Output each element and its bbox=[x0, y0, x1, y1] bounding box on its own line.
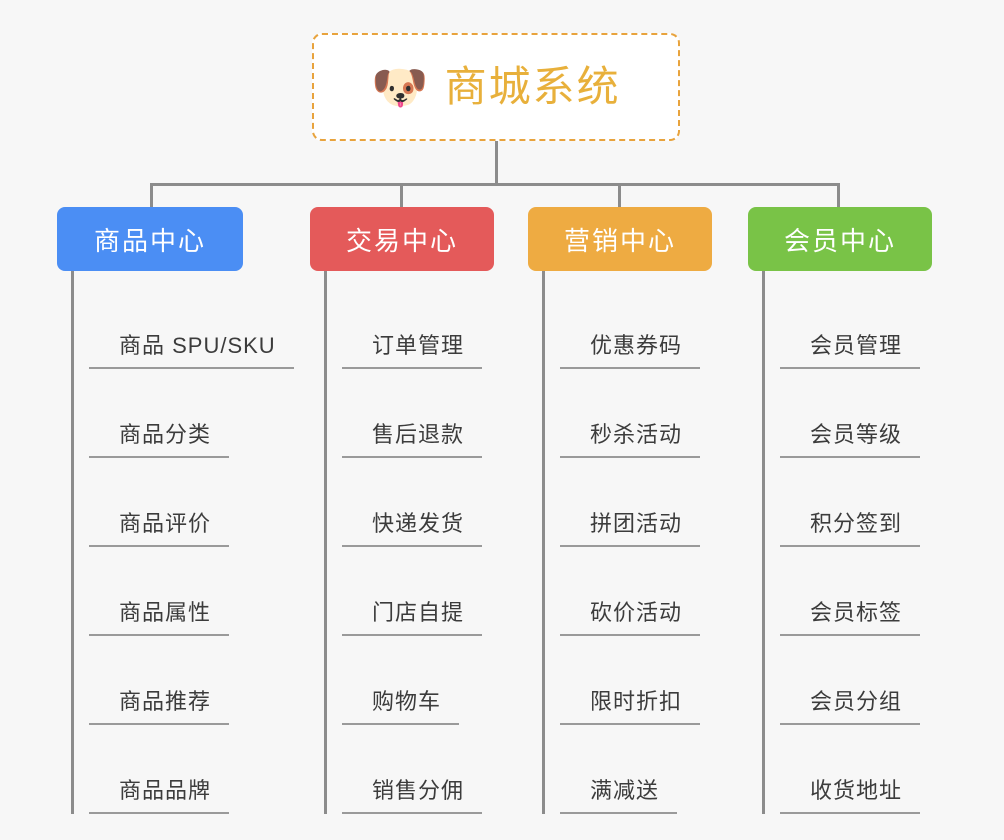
category-items-product-center: 商品 SPU/SKU 商品分类 商品评价 商品属性 商品推荐 商品品牌 bbox=[71, 271, 307, 814]
list-item[interactable]: 门店自提 bbox=[342, 547, 530, 636]
connector-horizontal-bus bbox=[150, 183, 840, 186]
list-item[interactable]: 拼团活动 bbox=[560, 458, 743, 547]
list-item[interactable]: 优惠券码 bbox=[560, 293, 743, 369]
list-item-label: 会员标签 bbox=[780, 600, 921, 636]
list-item[interactable]: 会员分组 bbox=[780, 636, 963, 725]
category-column-product-center: 商品中心 商品 SPU/SKU 商品分类 商品评价 商品属性 商品推荐 商品品牌 bbox=[57, 207, 307, 814]
list-item-label: 购物车 bbox=[342, 689, 460, 725]
list-item-label: 限时折扣 bbox=[560, 689, 701, 725]
list-item[interactable]: 订单管理 bbox=[342, 293, 530, 369]
category-column-member-center: 会员中心 会员管理 会员等级 积分签到 会员标签 会员分组 收货地址 bbox=[748, 207, 963, 814]
list-item-label: 商品评价 bbox=[89, 511, 230, 547]
root-node[interactable]: 🐶 商城系统 bbox=[312, 33, 680, 141]
list-item-label: 积分签到 bbox=[780, 511, 921, 547]
list-item[interactable]: 售后退款 bbox=[342, 369, 530, 458]
list-item[interactable]: 销售分佣 bbox=[342, 725, 530, 814]
connector-drop-member-center bbox=[837, 185, 840, 210]
connector-root-stem bbox=[495, 141, 498, 185]
list-item-label: 会员等级 bbox=[780, 422, 921, 458]
list-item-label: 售后退款 bbox=[342, 422, 483, 458]
list-item-label: 商品分类 bbox=[89, 422, 230, 458]
list-item[interactable]: 会员管理 bbox=[780, 293, 963, 369]
category-header-marketing-center[interactable]: 营销中心 bbox=[528, 207, 712, 271]
list-item-label: 门店自提 bbox=[342, 600, 483, 636]
list-item-label: 商品 SPU/SKU bbox=[89, 333, 294, 369]
list-item-label: 收货地址 bbox=[780, 778, 921, 814]
list-item-label: 满减送 bbox=[560, 778, 678, 814]
list-item[interactable]: 满减送 bbox=[560, 725, 743, 814]
list-item[interactable]: 商品分类 bbox=[89, 369, 307, 458]
list-item-label: 会员分组 bbox=[780, 689, 921, 725]
list-item[interactable]: 秒杀活动 bbox=[560, 369, 743, 458]
list-item-label: 商品属性 bbox=[89, 600, 230, 636]
category-items-trade-center: 订单管理 售后退款 快递发货 门店自提 购物车 销售分佣 bbox=[324, 271, 530, 814]
list-item[interactable]: 商品推荐 bbox=[89, 636, 307, 725]
list-item[interactable]: 购物车 bbox=[342, 636, 530, 725]
list-item[interactable]: 会员标签 bbox=[780, 547, 963, 636]
category-header-trade-center[interactable]: 交易中心 bbox=[310, 207, 494, 271]
list-item[interactable]: 限时折扣 bbox=[560, 636, 743, 725]
list-item-label: 快递发货 bbox=[342, 511, 483, 547]
list-item[interactable]: 商品品牌 bbox=[89, 725, 307, 814]
list-item[interactable]: 砍价活动 bbox=[560, 547, 743, 636]
category-column-trade-center: 交易中心 订单管理 售后退款 快递发货 门店自提 购物车 销售分佣 bbox=[310, 207, 530, 814]
category-items-member-center: 会员管理 会员等级 积分签到 会员标签 会员分组 收货地址 bbox=[762, 271, 963, 814]
list-item-label: 拼团活动 bbox=[560, 511, 701, 547]
list-item-label: 销售分佣 bbox=[342, 778, 483, 814]
list-item-label: 秒杀活动 bbox=[560, 422, 701, 458]
connector-drop-marketing-center bbox=[618, 185, 621, 210]
list-item[interactable]: 收货地址 bbox=[780, 725, 963, 814]
list-item[interactable]: 商品 SPU/SKU bbox=[89, 293, 307, 369]
category-column-marketing-center: 营销中心 优惠券码 秒杀活动 拼团活动 砍价活动 限时折扣 满减送 bbox=[528, 207, 743, 814]
list-item[interactable]: 快递发货 bbox=[342, 458, 530, 547]
connector-drop-product-center bbox=[150, 185, 153, 210]
list-item[interactable]: 商品评价 bbox=[89, 458, 307, 547]
list-item-label: 商品推荐 bbox=[89, 689, 230, 725]
connector-drop-trade-center bbox=[400, 185, 403, 210]
category-header-product-center[interactable]: 商品中心 bbox=[57, 207, 243, 271]
category-items-marketing-center: 优惠券码 秒杀活动 拼团活动 砍价活动 限时折扣 满减送 bbox=[542, 271, 743, 814]
category-header-member-center[interactable]: 会员中心 bbox=[748, 207, 932, 271]
list-item-label: 会员管理 bbox=[780, 333, 921, 369]
list-item-label: 砍价活动 bbox=[560, 600, 701, 636]
list-item-label: 商品品牌 bbox=[89, 778, 230, 814]
list-item[interactable]: 积分签到 bbox=[780, 458, 963, 547]
list-item-label: 优惠券码 bbox=[560, 333, 701, 369]
root-title: 商城系统 bbox=[444, 63, 621, 110]
list-item-label: 订单管理 bbox=[342, 333, 483, 369]
shiba-dog-face-icon: 🐶 bbox=[371, 61, 429, 113]
list-item[interactable]: 会员等级 bbox=[780, 369, 963, 458]
list-item[interactable]: 商品属性 bbox=[89, 547, 307, 636]
